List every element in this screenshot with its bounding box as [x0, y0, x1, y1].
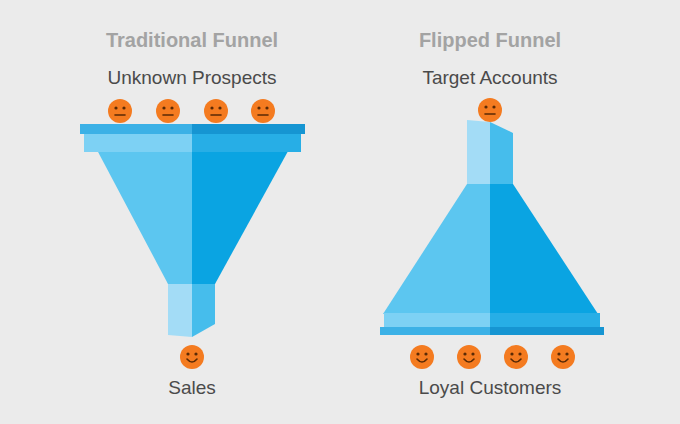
traditional-funnel — [80, 99, 305, 369]
funnel-bottom-label: Sales — [168, 377, 216, 399]
funnel-top-label: Target Accounts — [422, 67, 557, 89]
funnel-heading: Flipped Funnel — [419, 29, 561, 52]
funnel-top-label: Unknown Prospects — [108, 67, 277, 89]
funnel-bottom-label: Loyal Customers — [419, 377, 562, 399]
funnel-heading: Traditional Funnel — [106, 29, 278, 52]
flipped-funnel — [380, 98, 604, 369]
